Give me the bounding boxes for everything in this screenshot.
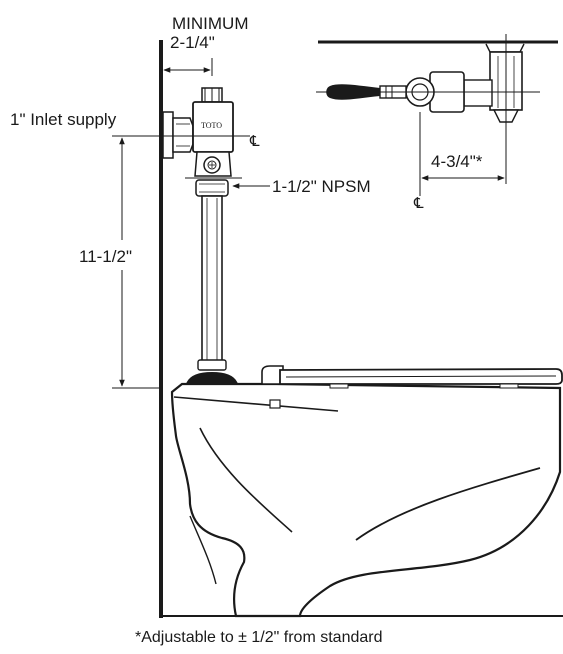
height-label: 11-1/2" xyxy=(79,247,132,266)
seat-bumper xyxy=(329,383,349,389)
top-view-centerline-symbol: ℄ xyxy=(413,194,424,212)
minimum-dimension-label: 2-1/4" xyxy=(170,33,215,52)
top-view-connector xyxy=(463,79,493,107)
valve-stop-screw-inner xyxy=(207,160,217,170)
height-label-knockout xyxy=(66,240,146,270)
top-view-wall-flange xyxy=(485,43,525,53)
npsm-label: 1-1/2" NPSM xyxy=(272,177,371,196)
flush-tube xyxy=(201,195,223,367)
brand-label: TOTO xyxy=(201,121,222,130)
offset-label: 4-3/4"* xyxy=(431,152,483,171)
centerline-symbol: ℄ xyxy=(249,132,260,150)
tube-coupling xyxy=(197,359,227,371)
seat-bolt xyxy=(269,399,281,409)
bowl-inner-curve xyxy=(199,427,293,533)
bowl-outline xyxy=(170,382,562,618)
spud-nut xyxy=(195,179,229,197)
inlet-nut xyxy=(172,117,194,153)
seat-hinge xyxy=(261,365,284,385)
seat-lid-line xyxy=(285,375,557,378)
seat-bumper xyxy=(499,383,519,389)
footnote: *Adjustable to ± 1/2" from standard xyxy=(135,629,382,646)
rim-line xyxy=(173,396,339,412)
trapway-curve xyxy=(189,515,217,585)
offset-label-knockout xyxy=(424,150,504,172)
inlet-flange xyxy=(162,111,174,159)
inlet-supply-label: 1" Inlet supply xyxy=(10,110,117,129)
minimum-label: MINIMUM xyxy=(172,14,248,33)
bowl-jet-curve xyxy=(355,467,541,541)
spud-flange xyxy=(186,372,238,384)
